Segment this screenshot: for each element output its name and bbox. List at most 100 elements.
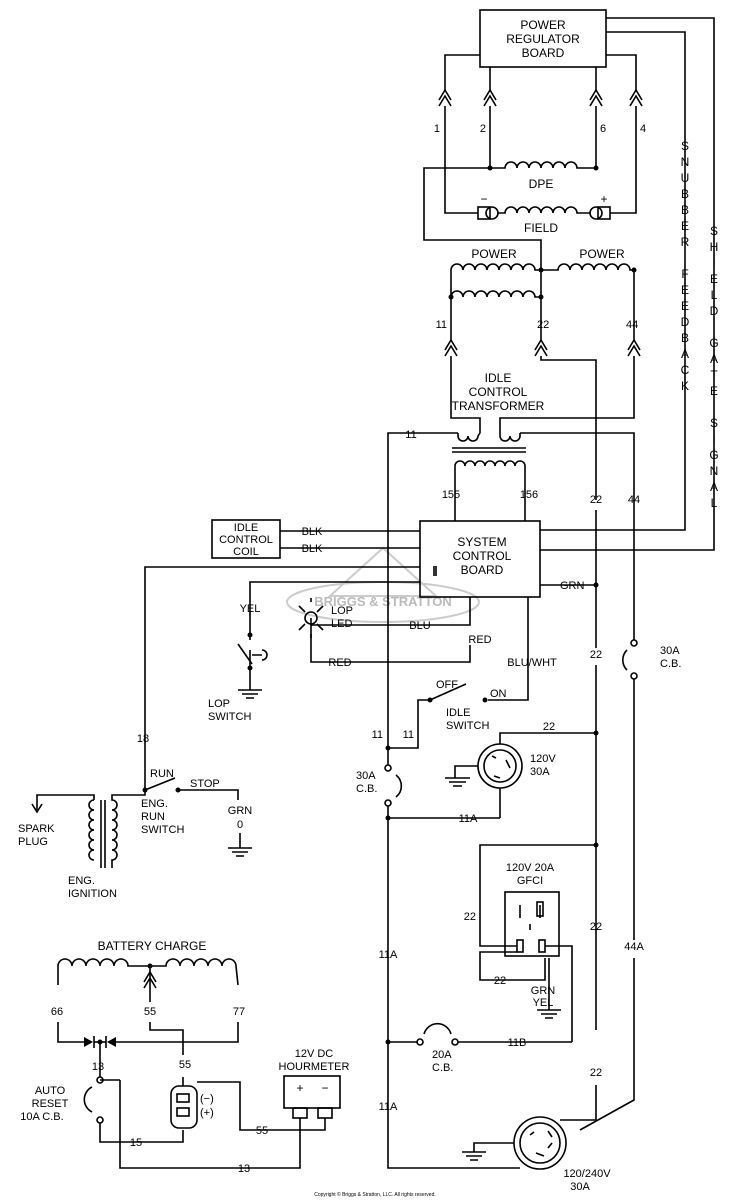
engine-ignition-coil bbox=[31, 790, 146, 868]
gfci-label-2: GFCI bbox=[517, 875, 543, 887]
prb-label-2: REGULATOR bbox=[506, 32, 580, 46]
gfci-label-1: 120V 20A bbox=[506, 862, 555, 874]
eng-run-switch-label-1: ENG. bbox=[141, 798, 168, 810]
wire-label-156: 156 bbox=[520, 489, 538, 501]
icc-label-1: IDLE bbox=[234, 522, 258, 534]
wire-label-66: 66 bbox=[51, 1006, 63, 1018]
wire-label-44-top: 44 bbox=[626, 319, 638, 331]
cb-20a: 20A C.B. bbox=[416, 1022, 459, 1074]
stop-label: STOP bbox=[190, 778, 220, 790]
cb-30a-right: 30A C.B. bbox=[622, 639, 681, 680]
engine-run-switch: RUN STOP ENG. RUN SWITCH bbox=[141, 768, 239, 836]
scb-label-2: CONTROL bbox=[453, 549, 512, 563]
hourmeter: 12V DC HOURMETER + − bbox=[279, 1048, 350, 1119]
idle-control-transformer bbox=[452, 432, 526, 467]
wire-label-11-xfmr: 11 bbox=[405, 429, 416, 441]
eng-ignition-label-1: ENG. bbox=[68, 875, 95, 887]
plug-plus-label: (+) bbox=[200, 1107, 214, 1119]
wire-label-yel: YEL bbox=[240, 603, 261, 615]
wire-label-blu: BLU bbox=[409, 620, 430, 632]
wire-label-11-a: 11 bbox=[372, 729, 383, 741]
connector-22 bbox=[534, 338, 548, 357]
prb-label-3: BOARD bbox=[522, 46, 565, 60]
wire-label-11b: 11B bbox=[508, 1037, 527, 1049]
wire-label-55-b: 55 bbox=[179, 1059, 191, 1071]
lop-led-label-2: LED bbox=[331, 618, 352, 630]
lop-switch: YEL LOP SWITCH bbox=[208, 603, 268, 723]
hourmeter-label-2: HOURMETER bbox=[279, 1061, 350, 1073]
idle-control-coil: IDLE CONTROL COIL bbox=[211, 519, 281, 559]
field-label: FIELD bbox=[524, 221, 558, 235]
lop-switch-label-1: LOP bbox=[208, 698, 230, 710]
idle-switch-label-1: IDLE bbox=[446, 707, 470, 719]
cb-30a-left-label-2: C.B. bbox=[356, 783, 377, 795]
run-label: RUN bbox=[150, 768, 174, 780]
scb-box bbox=[419, 520, 541, 598]
grn-label: GRN bbox=[228, 805, 253, 817]
dpe-winding: DPE bbox=[487, 161, 599, 191]
idle-switch: OFF ON IDLE SWITCH bbox=[427, 679, 507, 732]
power-left-label: POWER bbox=[471, 247, 517, 261]
gfci-box bbox=[504, 891, 560, 957]
connector-6 bbox=[589, 88, 603, 107]
wire-label-44a: 44A bbox=[624, 941, 644, 953]
wire-label-22-f: 22 bbox=[590, 1067, 602, 1079]
field-minus: − bbox=[480, 192, 487, 206]
connector-44 bbox=[627, 338, 641, 357]
wire-label-grn: GRN bbox=[560, 580, 585, 592]
cb-30a-left-label-1: 30A bbox=[356, 770, 376, 782]
receptacle-120v-30a: 120V 30A bbox=[477, 743, 556, 789]
connector-4 bbox=[629, 88, 643, 107]
power-regulator-board: POWER REGULATOR BOARD bbox=[479, 9, 607, 68]
watermark: BRIGGS & STRATTON bbox=[286, 546, 480, 623]
power-windings: POWER POWER bbox=[448, 247, 637, 300]
wire-label-2: 2 bbox=[480, 123, 486, 135]
cb-20a-label-1: 20A bbox=[432, 1049, 452, 1061]
wire-label-55-c: 55 bbox=[256, 1125, 268, 1137]
wire-label-11a-c: 11A bbox=[379, 1101, 398, 1113]
battery-charge-winding bbox=[57, 958, 239, 1002]
connector-11 bbox=[444, 338, 458, 357]
wire-label-1: 1 bbox=[434, 123, 440, 135]
wire-label-11-top: 11 bbox=[436, 319, 447, 331]
rec-240-label-1: 120/240V bbox=[563, 1168, 611, 1180]
cb-20a-label-2: C.B. bbox=[432, 1062, 453, 1074]
plug-minus-label: (−) bbox=[200, 1093, 214, 1105]
wire-label-6: 6 bbox=[600, 123, 606, 135]
receptacle-120-240v-30a: 120/240V 30A bbox=[513, 1116, 611, 1193]
ict-label-1: IDLE bbox=[485, 371, 512, 385]
power-regulator-box bbox=[479, 9, 607, 68]
ict-label-3: TRANSFORMER bbox=[452, 399, 545, 413]
wire-label-22-a: 22 bbox=[590, 649, 602, 661]
eng-ignition-label-2: IGNITION bbox=[68, 888, 117, 900]
zero-label: 0 bbox=[237, 819, 243, 831]
connector-2 bbox=[483, 88, 497, 107]
icc-label-2: CONTROL bbox=[219, 534, 273, 546]
wire-label-red-2: RED bbox=[328, 657, 351, 669]
idle-switch-off: OFF bbox=[436, 679, 458, 691]
gfci-grn-label: GRN bbox=[531, 985, 556, 997]
idle-switch-on: ON bbox=[490, 688, 507, 700]
scb-label-3: BOARD bbox=[461, 563, 504, 577]
wire-label-22-d: 22 bbox=[494, 975, 506, 987]
connector-1 bbox=[438, 88, 452, 107]
cb-30a-right-label-2: C.B. bbox=[660, 658, 681, 670]
hourmeter-plus: + bbox=[296, 1081, 303, 1095]
power-right-label: POWER bbox=[579, 247, 625, 261]
auto-reset-cb: AUTO RESET 10A C.B. bbox=[20, 1076, 104, 1124]
wire-label-44-mid: 44 bbox=[628, 494, 640, 506]
lop-led-label-1: LOP bbox=[331, 605, 353, 617]
wire-label-11a-a: 11A bbox=[459, 813, 478, 825]
battery-charge-label: BATTERY CHARGE bbox=[98, 939, 207, 953]
rec-240-label-2: 30A bbox=[570, 1181, 590, 1193]
watermark-text: BRIGGS & STRATTON bbox=[314, 594, 451, 609]
system-control-board: SYSTEM CONTROL BOARD bbox=[419, 520, 541, 598]
prb-label-1: POWER bbox=[520, 18, 566, 32]
wire-label-22-mid: 22 bbox=[590, 494, 602, 506]
gfci-yel-label: YEL bbox=[533, 997, 554, 1009]
